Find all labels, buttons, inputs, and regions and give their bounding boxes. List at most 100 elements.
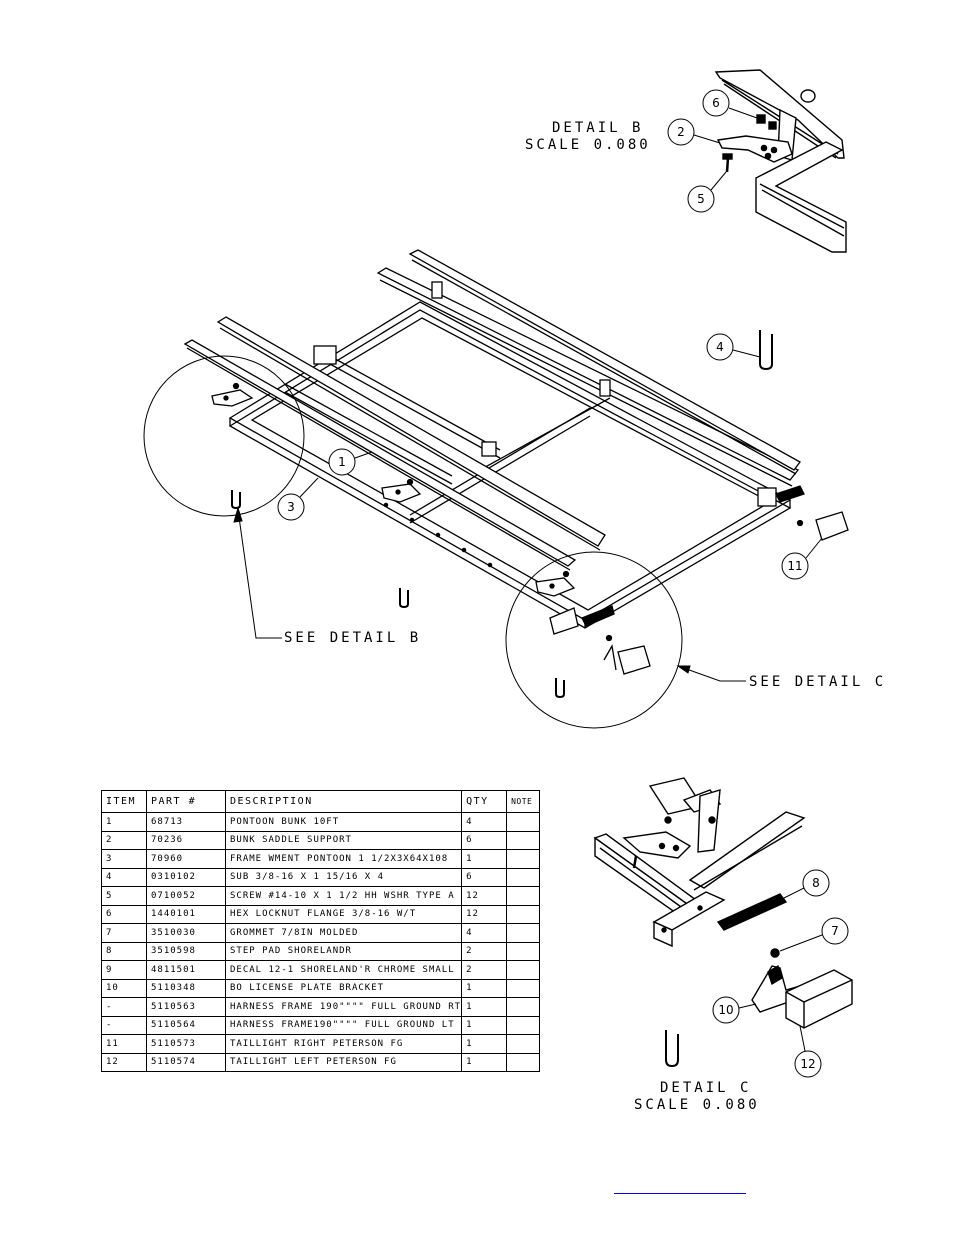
bom-description: DECAL 12-1 SHORELAND'R CHROME SMALL xyxy=(224,960,463,980)
bom-item: 6 xyxy=(101,904,147,924)
table-row: - 5110563 HARNESS FRAME 190"""" FULL GRO… xyxy=(101,997,541,1017)
balloon-8: 8 xyxy=(779,869,830,901)
bom-note xyxy=(506,867,541,887)
table-row: 7 3510030 GROMMET 7/8IN MOLDED 4 xyxy=(101,923,541,943)
see-detail-c-label: SEE DETAIL C xyxy=(749,674,886,690)
table-row: 5 0710052 SCREW #14-10 X 1 1/2 HH WSHR T… xyxy=(101,886,541,906)
bom-qty: 4 xyxy=(461,812,508,832)
table-row: 3 70960 FRAME WMENT PONTOON 1 1/2X3X64X1… xyxy=(101,849,541,869)
bom-header-note: NOTE xyxy=(506,790,541,813)
table-row: 10 5110348 BO LICENSE PLATE BRACKET 1 xyxy=(101,978,541,998)
bom-part: 5110348 xyxy=(146,978,226,998)
table-row: 9 4811501 DECAL 12-1 SHORELAND'R CHROME … xyxy=(101,960,541,980)
bom-item: 5 xyxy=(101,886,147,906)
bom-note xyxy=(506,849,541,869)
svg-text:5: 5 xyxy=(697,192,705,206)
bom-description: STEP PAD SHORELANDR xyxy=(224,941,463,961)
bom-description: HARNESS FRAME190"""" FULL GROUND LT xyxy=(224,1015,463,1035)
bom-qty: 6 xyxy=(461,867,508,887)
detail-c-title: DETAIL C xyxy=(660,1080,751,1096)
svg-text:1: 1 xyxy=(338,455,346,469)
detail-c-circle xyxy=(505,551,683,729)
svg-text:7: 7 xyxy=(831,924,839,938)
bom-note xyxy=(506,886,541,906)
bom-header-item: ITEM xyxy=(101,790,147,813)
table-row: 8 3510598 STEP PAD SHORELANDR 2 xyxy=(101,941,541,961)
bom-item: 2 xyxy=(101,830,147,850)
balloon-5: 5 xyxy=(687,171,727,213)
balloon-2: 2 xyxy=(667,118,721,146)
bom-header-qty: QTY xyxy=(461,790,508,813)
bom-note xyxy=(506,1052,541,1072)
table-row: 12 5110574 TAILLIGHT LEFT PETERSON FG 1 xyxy=(101,1052,541,1072)
table-row: 11 5110573 TAILLIGHT RIGHT PETERSON FG 1 xyxy=(101,1034,541,1054)
table-row: 4 0310102 SUB 3/8-16 X 1 15/16 X 4 6 xyxy=(101,867,541,887)
svg-text:10: 10 xyxy=(718,1003,733,1017)
bom-part: 70960 xyxy=(146,849,226,869)
svg-text:11: 11 xyxy=(787,559,802,573)
bom-item: 12 xyxy=(101,1052,147,1072)
bom-qty: 4 xyxy=(461,923,508,943)
bom-description: TAILLIGHT RIGHT PETERSON FG xyxy=(224,1034,463,1054)
hyperlink-underline[interactable] xyxy=(614,1193,746,1194)
bom-note xyxy=(506,978,541,998)
bom-item: 9 xyxy=(101,960,147,980)
bom-note xyxy=(506,1034,541,1054)
bom-description: PONTOON BUNK 10FT xyxy=(224,812,463,832)
bom-header-part: PART # xyxy=(146,790,226,813)
bom-note xyxy=(506,1015,541,1035)
bom-item: 7 xyxy=(101,923,147,943)
bom-item: 1 xyxy=(101,812,147,832)
bom-item: 4 xyxy=(101,867,147,887)
u-bolt-detail-c xyxy=(665,1030,679,1068)
table-row: - 5110564 HARNESS FRAME190"""" FULL GROU… xyxy=(101,1015,541,1035)
bom-item: 10 xyxy=(101,978,147,998)
balloon-12: 12 xyxy=(794,1025,822,1078)
bom-note xyxy=(506,830,541,850)
detail-c-scale: SCALE 0.080 xyxy=(634,1097,760,1113)
bom-note xyxy=(506,960,541,980)
bom-header-row: ITEM PART # DESCRIPTION QTY NOTE xyxy=(101,790,541,813)
bom-qty: 1 xyxy=(461,1015,508,1035)
bom-qty: 2 xyxy=(461,941,508,961)
bom-part: 3510030 xyxy=(146,923,226,943)
u-bolt-loose-2 xyxy=(399,588,409,609)
bom-description: TAILLIGHT LEFT PETERSON FG xyxy=(224,1052,463,1072)
svg-text:8: 8 xyxy=(812,876,820,890)
bom-description: SCREW #14-10 X 1 1/2 HH WSHR TYPE A xyxy=(224,886,463,906)
balloon-3: 3 xyxy=(277,477,319,521)
bom-item: 11 xyxy=(101,1034,147,1054)
bom-qty: 1 xyxy=(461,997,508,1017)
bom-part: 68713 xyxy=(146,812,226,832)
svg-text:3: 3 xyxy=(287,500,295,514)
see-detail-c-leader xyxy=(676,665,746,682)
detail-c-view xyxy=(593,777,853,1029)
bom-qty: 12 xyxy=(461,886,508,906)
balloon-4: 4 xyxy=(706,333,761,361)
bom-item: 3 xyxy=(101,849,147,869)
bom-part: 5110574 xyxy=(146,1052,226,1072)
see-detail-b-leader xyxy=(233,506,282,639)
see-detail-b-label: SEE DETAIL B xyxy=(284,630,421,646)
balloon-6: 6 xyxy=(702,89,758,119)
bom-qty: 1 xyxy=(461,978,508,998)
table-row: 1 68713 PONTOON BUNK 10FT 4 xyxy=(101,812,541,832)
balloon-1: 1 xyxy=(328,448,373,476)
bom-item: - xyxy=(101,997,147,1017)
bom-description: SUB 3/8-16 X 1 15/16 X 4 xyxy=(224,867,463,887)
bom-part: 0710052 xyxy=(146,886,226,906)
svg-text:2: 2 xyxy=(677,125,685,139)
bom-qty: 6 xyxy=(461,830,508,850)
svg-text:6: 6 xyxy=(712,96,720,110)
table-row: 6 1440101 HEX LOCKNUT FLANGE 3/8-16 W/T … xyxy=(101,904,541,924)
bom-description: BO LICENSE PLATE BRACKET xyxy=(224,978,463,998)
bom-description: BUNK SADDLE SUPPORT xyxy=(224,830,463,850)
bom-description: GROMMET 7/8IN MOLDED xyxy=(224,923,463,943)
main-assembly-view xyxy=(183,249,849,675)
bom-part: 0310102 xyxy=(146,867,226,887)
bom-note xyxy=(506,997,541,1017)
bom-note xyxy=(506,904,541,924)
bom-part: 5110564 xyxy=(146,1015,226,1035)
bom-qty: 1 xyxy=(461,849,508,869)
